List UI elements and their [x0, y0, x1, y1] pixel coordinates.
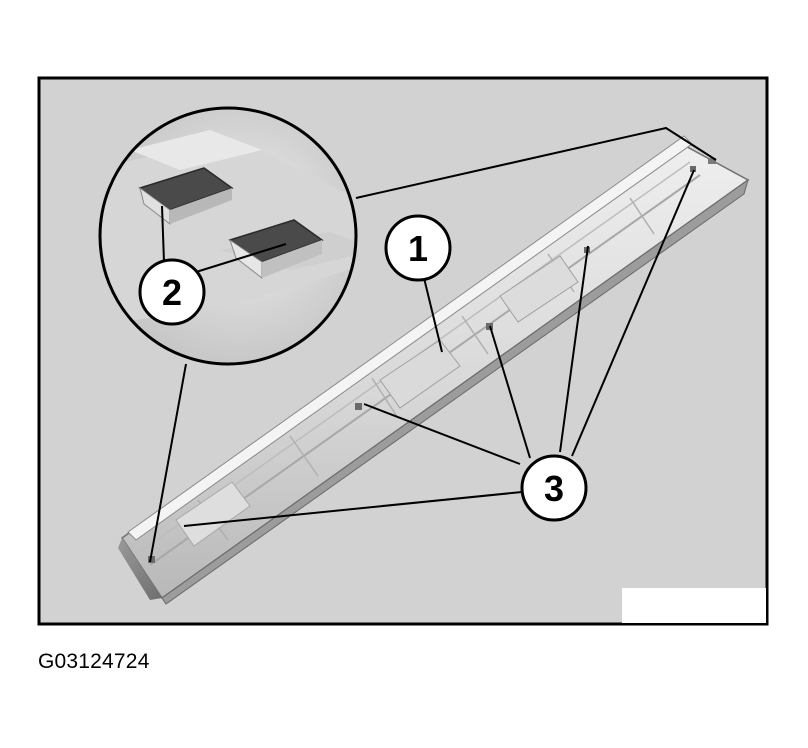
magnifier-connectors: [149, 126, 717, 563]
callout-3: 3: [520, 454, 588, 522]
corner-blank: [622, 588, 766, 623]
callout-3-label: 3: [544, 468, 564, 509]
trim-strip: [118, 135, 750, 605]
callout-1: 1: [384, 214, 452, 282]
callout-1-label: 1: [408, 228, 428, 269]
figure-caption: G03124724: [38, 650, 150, 673]
callout-3-leaders: [183, 169, 695, 527]
callout-2-label: 2: [162, 272, 182, 313]
callout-2-leaders: [161, 205, 287, 273]
callout-1-leader: [423, 277, 443, 353]
callout-2: 2: [138, 258, 206, 326]
